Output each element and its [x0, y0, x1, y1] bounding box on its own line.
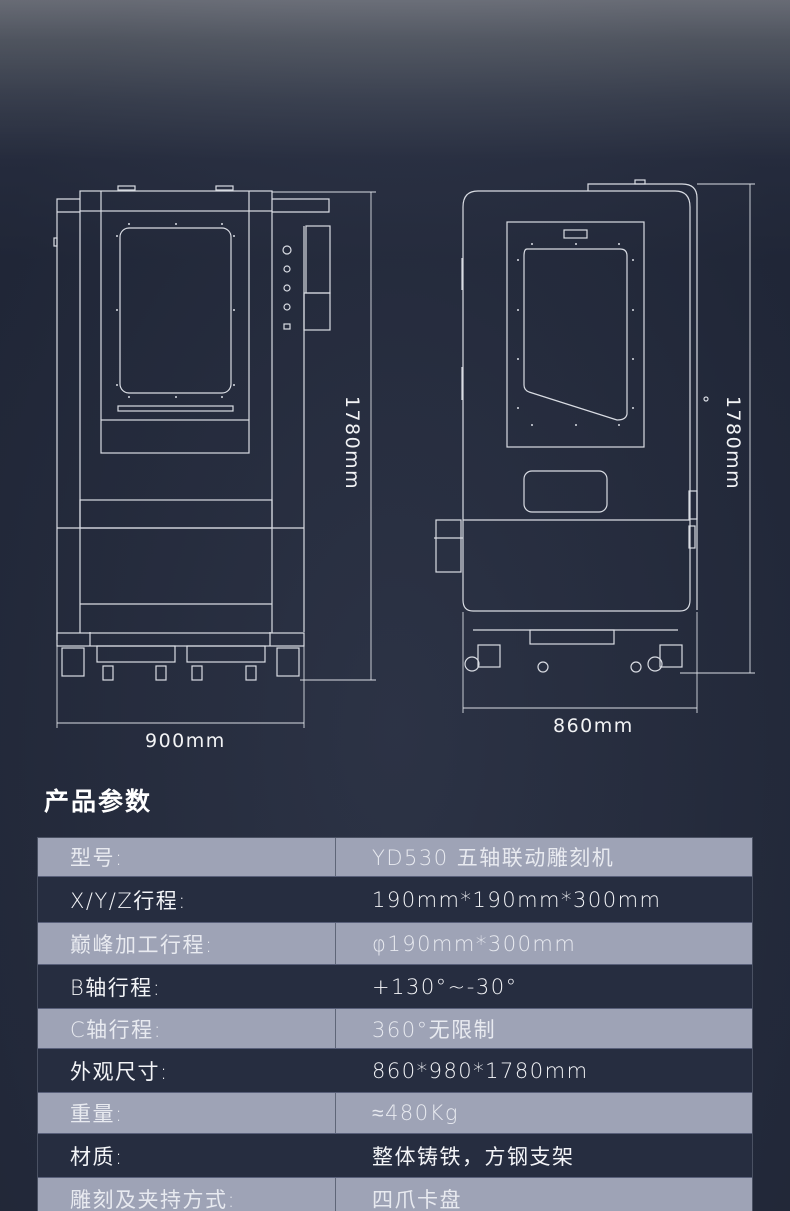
spec-value: 整体铸铁，方钢支架	[372, 1144, 575, 1169]
spec-row-peak-travel: 巅峰加工行程: φ190mm*300mm	[38, 923, 752, 965]
spec-key: X/Y/Z行程:	[70, 888, 187, 913]
spec-value: YD530 五轴联动雕刻机	[372, 846, 615, 870]
section-title: 产品参数	[44, 787, 153, 816]
spec-row-b-axis: B轴行程: +130°~-30°	[38, 965, 752, 1009]
spec-row-material: 材质: 整体铸铁，方钢支架	[38, 1134, 752, 1178]
spec-value: ≈480Kg	[372, 1100, 459, 1125]
spec-row-model: 型号: YD530 五轴联动雕刻机	[38, 838, 752, 877]
spec-value: 四爪卡盘	[372, 1187, 462, 1211]
spec-table: 型号: YD530 五轴联动雕刻机 X/Y/Z行程: 190mm*190mm*3…	[37, 837, 753, 1211]
spec-key: B轴行程:	[70, 975, 162, 1000]
side-width-dimension: 860mm	[553, 715, 634, 737]
spec-row-xyz-travel: X/Y/Z行程: 190mm*190mm*300mm	[38, 877, 752, 923]
spec-key: 重量:	[38, 1093, 336, 1133]
spec-value: φ190mm*300mm	[372, 931, 577, 956]
spec-row-c-axis: C轴行程: 360°无限制	[38, 1009, 752, 1049]
spec-value: 360°无限制	[372, 1017, 497, 1042]
front-casters	[61, 647, 300, 681]
front-width-dimension: 900mm	[145, 730, 226, 752]
front-height-dimension: 1780mm	[341, 395, 363, 491]
spec-row-weight: 重量: ≈480Kg	[38, 1093, 752, 1134]
spec-value: +130°~-30°	[372, 974, 518, 999]
drawing-svg	[53, 179, 755, 728]
spec-key: C轴行程:	[38, 1009, 336, 1048]
front-view-drawing	[53, 185, 376, 728]
spec-key: 雕刻及夹持方式:	[38, 1178, 336, 1211]
spec-key: 巅峰加工行程:	[38, 923, 336, 964]
side-view-drawing	[434, 179, 755, 713]
spec-row-dimensions: 外观尺寸: 860*980*1780mm	[38, 1049, 752, 1093]
spec-key: 材质:	[70, 1144, 124, 1169]
spec-row-clamping: 雕刻及夹持方式: 四爪卡盘	[38, 1178, 752, 1211]
spec-key: 外观尺寸:	[70, 1059, 169, 1084]
spec-value: 860*980*1780mm	[372, 1058, 589, 1083]
spec-value: 190mm*190mm*300mm	[372, 887, 662, 912]
side-height-dimension: 1780mm	[722, 395, 744, 491]
side-casters	[464, 644, 683, 673]
technical-drawings: 900mm 1780mm 860mm 1780mm	[0, 170, 790, 760]
spec-key: 型号:	[38, 838, 336, 876]
